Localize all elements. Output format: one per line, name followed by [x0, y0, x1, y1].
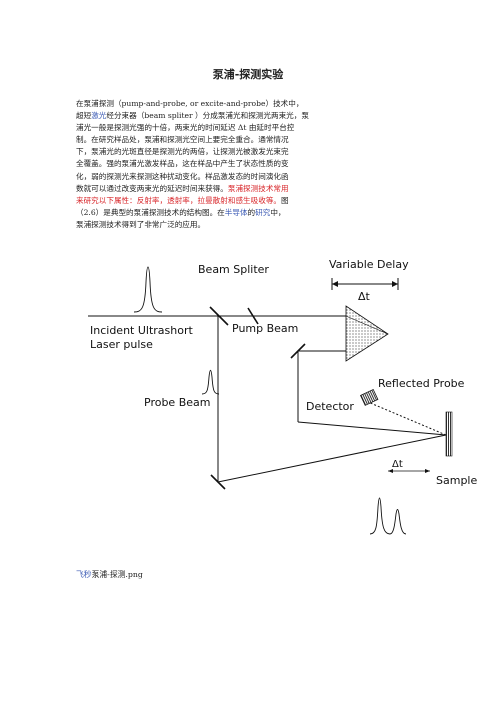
body-paragraph: 在泵浦探测（pump-and-probe, or excite-and-prob… — [76, 98, 386, 231]
label-probe-beam: Probe Beam — [144, 396, 210, 409]
label-incident-1: Incident Ultrashort — [90, 324, 193, 337]
link-research[interactable]: 研究 — [255, 207, 271, 217]
probe-beam-horizontal — [217, 434, 447, 483]
label-sample: Sample — [436, 474, 477, 487]
link-semiconductor[interactable]: 半导体 — [224, 207, 248, 217]
para-line-1: 在泵浦探测（pump-and-probe, or excite-and-prob… — [76, 99, 304, 108]
mirror-top-right — [247, 307, 259, 325]
para-line-3: 浦光一般是探测光强的十倍，两束光的时间延迟 Δt 由延时平台控 — [76, 123, 295, 133]
caption-link-femtosecond[interactable]: 飞秒 — [76, 570, 92, 579]
pump-probe-pulses-icon — [369, 497, 407, 535]
pump-to-sample — [297, 421, 447, 436]
para-line-7: 化，弱的探测光来探测这种扰动变化。样品激发态的时间演化函 — [76, 171, 289, 181]
label-delay-dt: Δt — [358, 290, 371, 303]
label-beam-splitter: Beam Spliter — [198, 263, 269, 276]
para-line-10: （2.6）是典型的泵浦探测技术的结构图。在半导体的研究中， — [76, 207, 286, 217]
incident-pulse-icon — [133, 266, 163, 313]
reflected-probe-beam — [367, 401, 447, 436]
para-line-6: 全覆盖。强的泵浦光激发样品，这在样品中产生了状态性质的变 — [76, 159, 289, 169]
label-incident-2: Laser pulse — [90, 338, 153, 351]
delay-retroreflector — [345, 305, 389, 362]
highlight-properties: 来研究以下属性：反射率，透射率，拉曼散射和感生吸收等。 — [76, 195, 282, 205]
caption-filename: 泵浦-探测.png — [91, 570, 143, 579]
mirror-bottom-left — [210, 474, 226, 490]
image-caption: 飞秒泵浦-探测.png — [76, 569, 143, 580]
label-pump-beam: Pump Beam — [232, 322, 298, 335]
detector-icon — [360, 388, 379, 406]
page-title: 泵浦-探测实验 — [212, 68, 284, 81]
label-variable-delay: Variable Delay — [329, 258, 409, 271]
mirror-return — [290, 343, 306, 359]
pump-probe-diagram: Beam Spliter Variable Delay Δt Incident … — [88, 258, 477, 535]
link-laser[interactable]: 激光 — [91, 111, 107, 121]
label-sample-dt: Δt — [392, 459, 403, 470]
para-line-9: 来研究以下属性：反射率，透射率，拉曼散射和感生吸收等。图 — [76, 195, 289, 205]
para-line-4: 制。在研究样品处，泵浦和探测光空间上要完全重合。通常情况 — [76, 135, 289, 145]
beam-splitter-mirror — [209, 306, 229, 326]
para-line-5: 下，泵浦光的光斑直径是探测光的两倍，让探测光被激发光束完 — [76, 147, 289, 157]
sample-icon — [445, 411, 453, 457]
label-detector: Detector — [306, 400, 354, 413]
para-line-2: 超短激光经分束器（beam spliter ）分成泵浦光和探测光两束光，泵 — [76, 111, 309, 121]
probe-pulse-icon — [201, 369, 220, 395]
para-line-11: 泵浦探测技术得到了非常广泛的应用。 — [76, 219, 206, 229]
highlight-technique: 泵浦探测技术常用 — [227, 183, 289, 193]
para-line-8: 数就可以通过改变两束光的延迟时间来获得。泵浦探测技术常用 — [76, 183, 289, 193]
label-reflected-probe: Reflected Probe — [378, 377, 465, 390]
